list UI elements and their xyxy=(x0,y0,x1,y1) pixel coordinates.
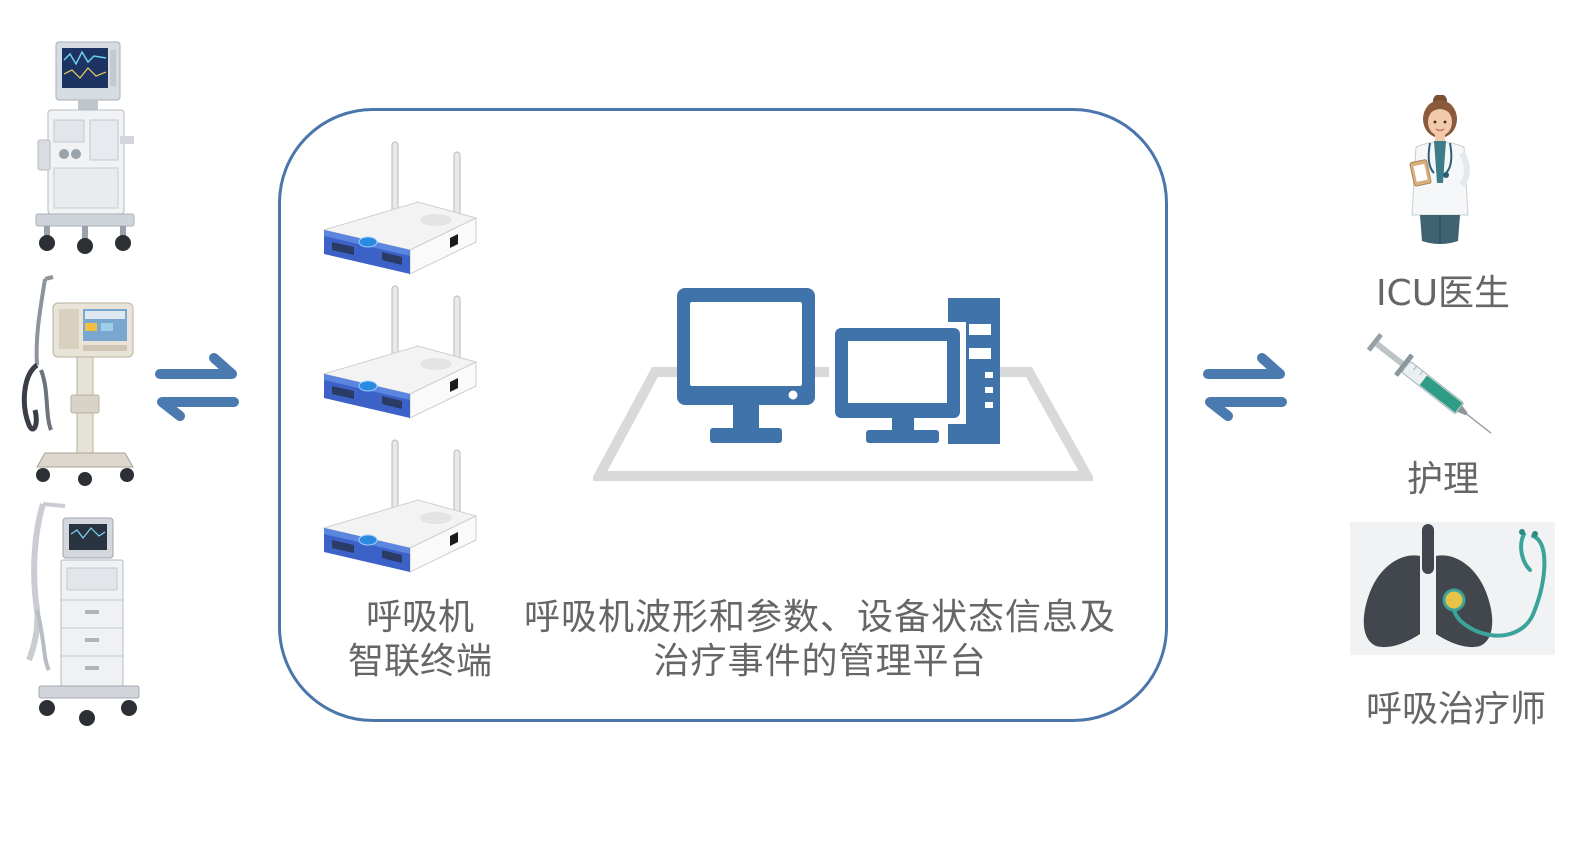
ventilator-icon xyxy=(35,41,135,254)
system-label: 呼吸机波形和参数、设备状态信息及 治疗事件的管理平台 xyxy=(500,596,1140,684)
terminal-label: 呼吸机 智联终端 xyxy=(330,596,510,684)
wireless-router-icon xyxy=(322,141,478,275)
terminal-label-line-1: 呼吸机 xyxy=(365,597,474,638)
system-label-line-2: 治疗事件的管理平台 xyxy=(653,641,987,682)
role-label-nursing: 护理 xyxy=(1406,459,1479,500)
wireless-router-icon xyxy=(322,439,478,573)
ventilator-icon xyxy=(21,275,134,486)
bidirectional-arrows-icon xyxy=(1203,353,1287,421)
role-label-icu-doctor: ICU医生 xyxy=(1375,273,1511,314)
doctor-icon xyxy=(1409,95,1470,244)
ventilator-icon xyxy=(26,502,140,726)
computer-workstation-icon xyxy=(593,288,1093,481)
bidirectional-arrows-icon xyxy=(155,353,239,421)
role-label-respiratory-therapist: 呼吸治疗师 xyxy=(1365,689,1546,730)
syringe-icon xyxy=(1367,333,1492,434)
lungs-stethoscope-icon xyxy=(1350,522,1555,655)
system-label-line-1: 呼吸机波形和参数、设备状态信息及 xyxy=(523,597,1116,638)
platform-frame xyxy=(278,108,1168,722)
wireless-router-icon xyxy=(322,285,478,419)
terminal-label-line-2: 智联终端 xyxy=(347,641,492,682)
